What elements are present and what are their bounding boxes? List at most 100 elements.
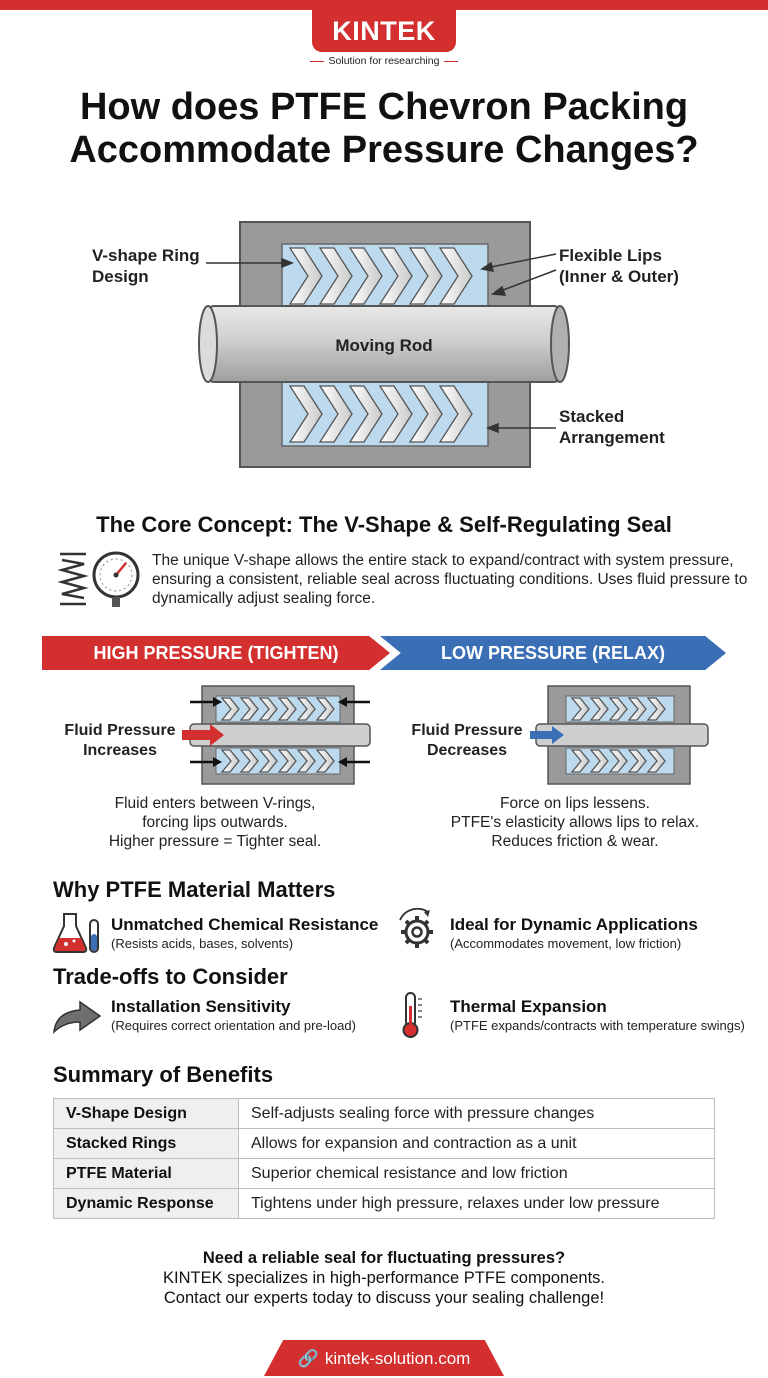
cta-headline: Need a reliable seal for fluctuating pre…: [202, 1249, 566, 1267]
v-ring: [277, 697, 297, 721]
feature-chemical-sub: (Resists acids, bases, solvents): [111, 936, 294, 951]
table-row: V-Shape Design Self-adjusts sealing forc…: [53, 1098, 715, 1129]
v-ring: [288, 247, 323, 305]
low-desc-line1: Force on lips lessens.: [500, 795, 650, 812]
summary-key: PTFE Material: [53, 1158, 239, 1189]
v-ring: [378, 247, 413, 305]
table-row: Dynamic Response Tightens under high pre…: [53, 1188, 715, 1219]
low-v-rings-top: [570, 697, 666, 721]
v-ring: [348, 247, 383, 305]
summary-value: Superior chemical resistance and low fri…: [238, 1158, 715, 1189]
label-flexible-lips: Flexible Lips (Inner & Outer): [559, 246, 679, 286]
brand-logo[interactable]: KINTEK: [312, 10, 456, 52]
summary-table: V-Shape Design Self-adjusts sealing forc…: [53, 1098, 715, 1219]
low-desc-line2: PTFE's elasticity allows lips to relax.: [450, 814, 700, 831]
v-ring: [318, 247, 353, 305]
v-ring: [239, 749, 259, 773]
high-desc-line2: forcing lips outwards.: [142, 814, 288, 831]
v-ring: [220, 749, 240, 773]
v-ring: [627, 697, 647, 721]
website-url: kintek-solution.com: [324, 1349, 471, 1368]
low-desc-line3: Reduces friction & wear.: [491, 833, 659, 850]
fluid-decrease-arrow: [530, 726, 564, 744]
low-label-line1: Fluid Pressure: [411, 722, 523, 739]
tradeoffs-heading: Trade-offs to Consider: [53, 964, 288, 989]
v-ring: [408, 247, 443, 305]
v-ring: [296, 749, 316, 773]
v-ring: [570, 749, 590, 773]
tradeoff-thermal-sub: (PTFE expands/contracts with temperature…: [450, 1018, 745, 1033]
table-row: Stacked Rings Allows for expansion and c…: [53, 1128, 715, 1159]
high-pressure-diagram: [182, 685, 371, 785]
v-ring: [239, 697, 259, 721]
table-row: PTFE Material Superior chemical resistan…: [53, 1158, 715, 1189]
top-accent-bar: [0, 0, 768, 10]
high-desc-line1: Fluid enters between V-rings,: [114, 795, 316, 812]
low-label-line2: Decreases: [426, 742, 508, 759]
core-icons: [57, 551, 140, 607]
v-ring: [608, 697, 628, 721]
v-ring: [627, 749, 647, 773]
label-moving-rod: Moving Rod: [335, 336, 433, 355]
high-pressure-description: Fluid enters between V-rings, forcing li…: [40, 794, 390, 851]
v-ring: [408, 385, 443, 443]
tradeoff-installation-title: Installation Sensitivity: [111, 997, 291, 1016]
v-ring: [589, 749, 609, 773]
label-vshape-ring-design: V-shape Ring Design: [92, 246, 200, 286]
core-concept-heading: The Core Concept: The V-Shape & Self-Reg…: [96, 512, 672, 537]
call-to-action: Need a reliable seal for fluctuating pre…: [30, 1248, 738, 1308]
high-label-line2: Increases: [83, 742, 157, 759]
v-ring: [646, 749, 666, 773]
v-ring: [438, 247, 473, 305]
v-ring: [438, 385, 473, 443]
page-title: How does PTFE Chevron Packing Accommodat…: [69, 86, 699, 171]
v-ring: [318, 385, 353, 443]
label-stacked-arrangement: Stacked Arrangement: [559, 407, 665, 447]
moving-rod: [198, 305, 570, 383]
cta-line-3: Contact our experts today to discuss you…: [163, 1289, 605, 1307]
compression-arrows: [190, 697, 370, 767]
low-v-rings-bottom: [570, 749, 666, 773]
thermometer-icon: [402, 992, 422, 1038]
summary-value: Tightens under high pressure, relaxes un…: [238, 1188, 715, 1219]
link-icon: 🔗: [297, 1349, 319, 1368]
high-v-rings-top: [220, 697, 335, 721]
chevron-packing-diagram: [198, 221, 570, 468]
v-ring-stack-top: [288, 247, 473, 305]
summary-key: Stacked Rings: [53, 1128, 239, 1159]
low-pressure-description: Force on lips lessens. PTFE's elasticity…: [400, 794, 750, 851]
feature-dynamic-sub: (Accommodates movement, low friction): [450, 936, 682, 951]
v-ring: [220, 697, 240, 721]
v-ring: [570, 697, 590, 721]
flask-icon: [52, 913, 99, 953]
low-fluid-pressure-label: Fluid Pressure Decreases: [402, 721, 532, 761]
high-label-line1: Fluid Pressure: [64, 722, 176, 739]
high-pressure-banner: HIGH PRESSURE (TIGHTEN): [42, 636, 390, 670]
v-ring: [646, 697, 666, 721]
v-ring: [315, 749, 335, 773]
v-ring: [315, 697, 335, 721]
v-ring: [589, 697, 609, 721]
gear-icon: [399, 908, 433, 948]
pressure-gauge-icon: [92, 551, 140, 607]
v-ring: [258, 749, 278, 773]
feature-dynamic-title: Ideal for Dynamic Applications: [450, 915, 698, 934]
summary-key: Dynamic Response: [53, 1188, 239, 1219]
feature-chemical-title: Unmatched Chemical Resistance: [111, 915, 379, 934]
summary-key: V-Shape Design: [53, 1098, 239, 1129]
material-heading: Why PTFE Material Matters: [53, 877, 336, 902]
v-ring: [378, 385, 413, 443]
footer-website-link[interactable]: 🔗 kintek-solution.com: [264, 1340, 504, 1376]
v-ring: [277, 749, 297, 773]
tradeoff-thermal-title: Thermal Expansion: [450, 997, 607, 1016]
v-ring: [288, 385, 323, 443]
v-ring: [296, 697, 316, 721]
tradeoff-installation-sub: (Requires correct orientation and pre-lo…: [111, 1018, 356, 1033]
fluid-pressure-arrow: [182, 724, 224, 746]
low-pressure-banner: LOW PRESSURE (RELAX): [380, 636, 726, 670]
core-concept-text: The unique V-shape allows the entire sta…: [152, 552, 748, 607]
v-ring: [258, 697, 278, 721]
v-ring: [608, 749, 628, 773]
brand-tagline: Solution for researching: [0, 55, 768, 67]
high-desc-line3: Higher pressure = Tighter seal.: [108, 833, 322, 850]
